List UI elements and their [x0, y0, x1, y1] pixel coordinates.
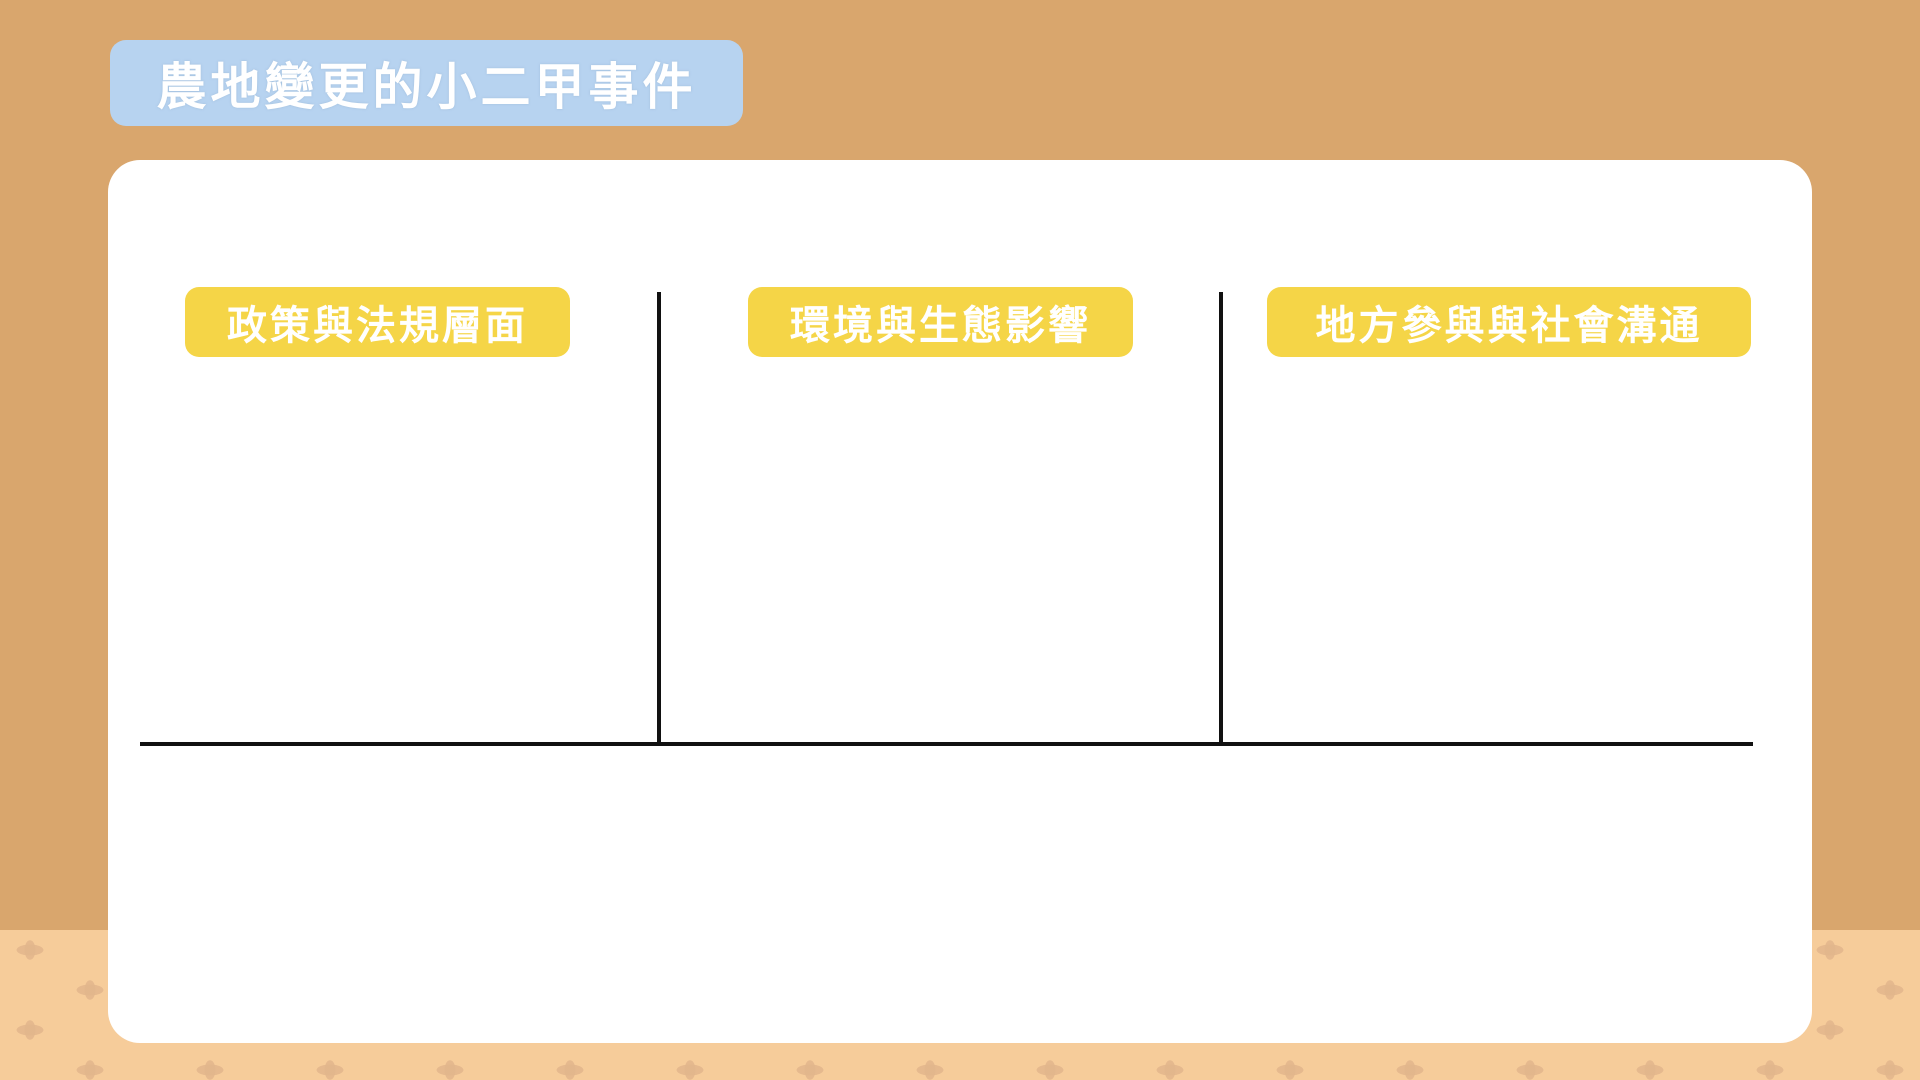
- page-title-badge: 農地變更的小二甲事件: [110, 40, 743, 126]
- baseline-divider: [140, 742, 1753, 746]
- column-heading-policy: 政策與法規層面: [185, 287, 570, 357]
- column-heading-label: 地方參與與社會溝通: [1315, 303, 1703, 349]
- column-heading-label: 環境與生態影響: [790, 303, 1091, 349]
- column-divider-1: [657, 292, 661, 746]
- column-divider-2: [1219, 292, 1223, 746]
- column-heading-label: 政策與法規層面: [227, 303, 528, 349]
- page-title: 農地變更的小二甲事件: [156, 58, 697, 116]
- column-heading-community: 地方參與與社會溝通: [1267, 287, 1751, 357]
- column-heading-environment: 環境與生態影響: [748, 287, 1133, 357]
